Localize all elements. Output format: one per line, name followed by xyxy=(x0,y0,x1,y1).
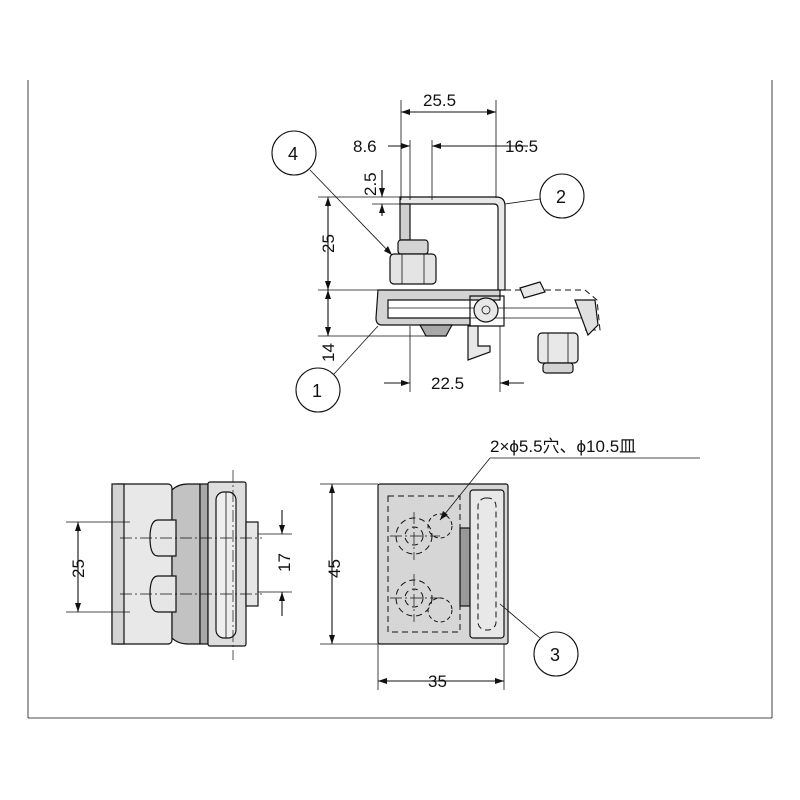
dim-45: 45 xyxy=(325,559,344,578)
dim-25-side: 25 xyxy=(69,559,88,578)
dim-25-5: 25.5 xyxy=(423,91,456,110)
base-plate-part-1 xyxy=(375,289,501,326)
dim-2-5: 2.5 xyxy=(361,172,380,196)
dim-14: 14 xyxy=(319,343,338,362)
nut-part-4 xyxy=(389,239,437,285)
dim-8-6: 8.6 xyxy=(353,137,377,156)
dim-17: 17 xyxy=(275,553,294,572)
callout-3: 3 xyxy=(550,645,560,665)
callout-4: 4 xyxy=(288,144,298,164)
side-view: 25 17 xyxy=(66,470,294,660)
countersunk-holes xyxy=(390,512,453,623)
top-view: 25.5 8.6 16.5 2.5 25 14 xyxy=(271,91,601,413)
dim-16-5: 16.5 xyxy=(505,137,538,156)
callout-1: 1 xyxy=(312,381,322,401)
drawing-frame xyxy=(27,80,773,719)
dim-35: 35 xyxy=(428,672,447,691)
callout-2: 2 xyxy=(556,187,566,207)
dim-25-top: 25 xyxy=(319,234,338,253)
front-view: 2×ϕ5.5穴、ϕ10.5皿 45 35 3 xyxy=(320,437,700,691)
hole-spec-label: 2×ϕ5.5穴、ϕ10.5皿 xyxy=(490,437,636,456)
dim-22-5: 22.5 xyxy=(431,374,464,393)
